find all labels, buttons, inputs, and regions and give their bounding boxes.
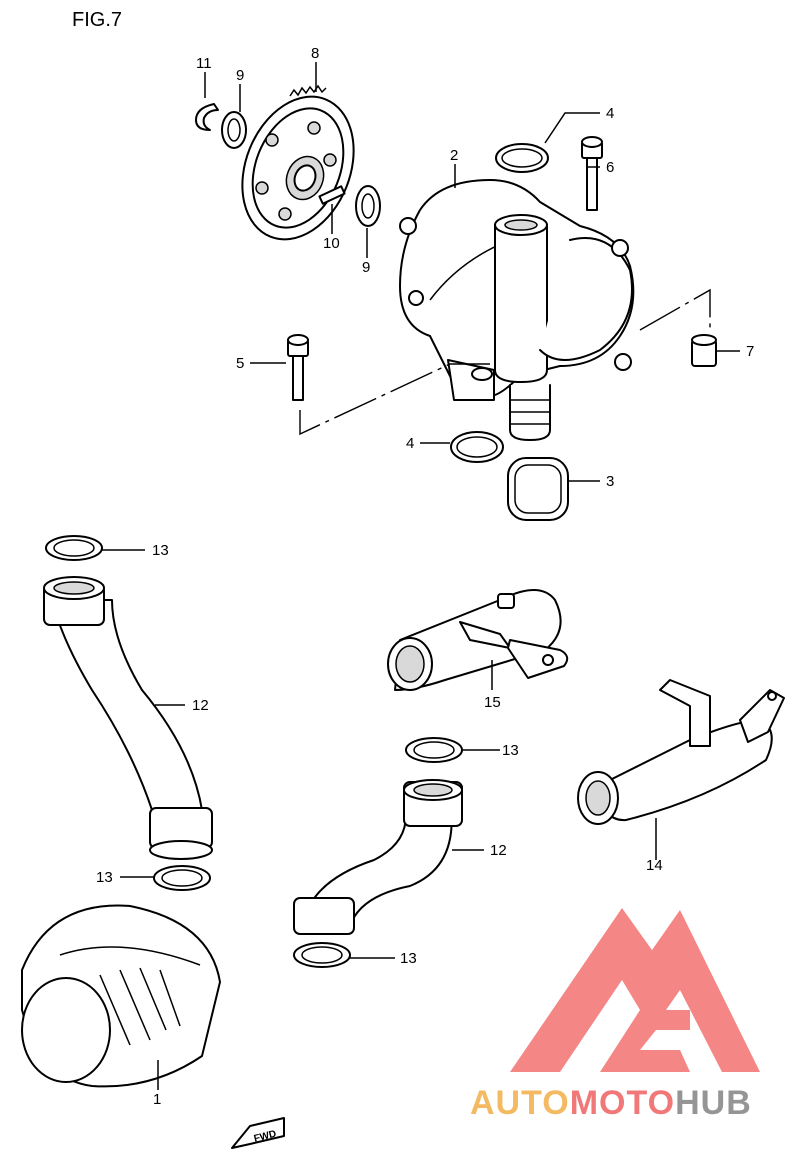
oil-filter-1 [21,904,221,1088]
pin-10 [318,185,346,205]
callout-15: 15 [484,694,501,711]
callout-13d: 13 [400,950,417,967]
callout-7: 7 [746,343,754,360]
callout-13a: 13 [152,542,169,559]
washer-9-lower [355,185,381,227]
washer-9-upper [221,111,247,149]
oil-pipe-14 [577,679,785,825]
callout-4b: 4 [406,435,414,452]
callout-13c: 13 [502,742,519,759]
fwd-arrow-icon: FWD [231,1117,285,1149]
callout-1: 1 [153,1091,161,1108]
callout-12b: 12 [490,842,507,859]
bolt-5 [287,334,309,401]
callout-6: 6 [606,159,614,176]
gasket-3 [507,457,569,521]
logo-triangle-icon [510,908,760,1072]
logo-text-hub: HUB [675,1084,752,1122]
callout-14: 14 [646,857,663,874]
callout-9b: 9 [362,259,370,276]
callout-8: 8 [311,45,319,62]
oil-pipe-12-left [43,576,213,860]
drive-gear-8 [241,84,355,241]
callout-5: 5 [236,355,244,372]
circlip-11 [195,103,219,131]
callout-10: 10 [323,235,340,252]
oil-pipe-12-middle [293,779,463,935]
oil-pipe-15 [387,589,569,691]
leader-lines [101,62,740,1090]
callout-11: 11 [196,55,212,72]
dowel-7 [691,334,717,367]
fwd-label: FWD [253,1129,278,1145]
callout-12a: 12 [192,697,209,714]
callout-3: 3 [606,473,614,490]
callout-13b: 13 [96,869,113,886]
logo-text: AUTOMOTOHUB [470,1084,752,1122]
callout-2: 2 [450,147,458,164]
callout-9a: 9 [236,67,244,84]
watermark-logo: AUTOMOTOHUB [470,908,760,1122]
bolt-6 [581,136,603,211]
callout-4a: 4 [606,105,614,122]
figure-title: FIG.7 [72,9,122,31]
logo-text-auto: AUTO [470,1084,570,1122]
oil-pump-body-2 [399,179,635,441]
o-ring-4-upper [495,143,549,173]
logo-text-moto: MOTO [570,1084,675,1122]
